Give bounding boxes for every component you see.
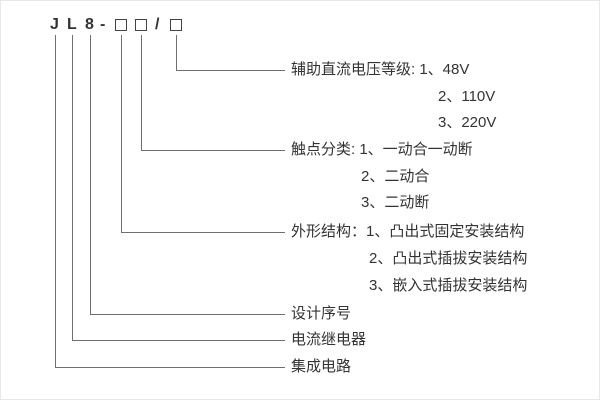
leader-hline-aux-voltage bbox=[176, 70, 285, 71]
label-structure-title: 外形结构：1、凸出式固定安装结构 bbox=[291, 223, 525, 240]
leader-vline-design-serial bbox=[90, 35, 91, 314]
code-box-voltage bbox=[170, 19, 182, 31]
label-aux-voltage-opt2: 2、110V bbox=[438, 88, 496, 105]
label-design-serial: 设计序号 bbox=[291, 305, 352, 322]
code-slash: / bbox=[155, 16, 160, 33]
leader-hline-integrated-circuit bbox=[55, 367, 285, 368]
leader-vline-current-relay bbox=[72, 35, 73, 340]
label-structure-opt2: 2、凸出式插拔安装结构 bbox=[369, 250, 528, 267]
leader-vline-integrated-circuit bbox=[55, 35, 56, 367]
leader-hline-design-serial bbox=[90, 314, 285, 315]
label-contact-type-title: 触点分类: 1、一动合一动断 bbox=[291, 141, 473, 158]
code-digit-8: 8 bbox=[85, 16, 94, 33]
label-aux-voltage-title: 辅助直流电压等级: 1、48V bbox=[291, 61, 470, 78]
leader-hline-contact-type bbox=[141, 150, 285, 151]
code-dash: - bbox=[100, 16, 106, 33]
label-integrated-circuit: 集成电路 bbox=[291, 358, 352, 375]
leader-vline-structure bbox=[121, 35, 122, 232]
code-letter-l: L bbox=[67, 16, 77, 33]
leader-hline-current-relay bbox=[72, 340, 285, 341]
label-aux-voltage-opt3: 3、220V bbox=[438, 114, 497, 131]
leader-vline-aux-voltage bbox=[176, 35, 177, 70]
label-contact-type-opt2: 2、二动合 bbox=[361, 168, 430, 185]
label-current-relay: 电流继电器 bbox=[291, 331, 367, 348]
leader-vline-contact-type bbox=[141, 35, 142, 150]
label-contact-type-opt3: 3、二动断 bbox=[361, 194, 430, 211]
code-letter-j: J bbox=[50, 16, 59, 33]
leader-hline-structure bbox=[121, 232, 285, 233]
code-box-contact bbox=[135, 19, 147, 31]
code-box-structure bbox=[115, 19, 127, 31]
label-structure-opt3: 3、嵌入式插拔安装结构 bbox=[369, 277, 528, 294]
